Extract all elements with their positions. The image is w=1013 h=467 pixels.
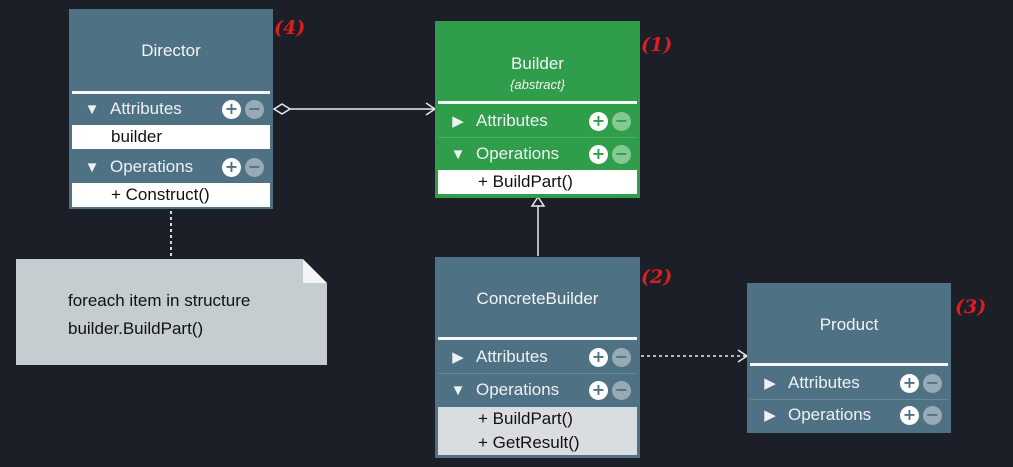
operation-text: + Construct() [111, 185, 210, 204]
class-title: Product [747, 315, 951, 335]
class-concrete-builder[interactable]: ConcreteBuilder ▶ Attributes + − ▼ Opera… [435, 257, 640, 458]
class-stereotype: {abstract} [510, 77, 565, 92]
add-icon[interactable]: + [900, 373, 919, 393]
class-name: Product [819, 315, 879, 334]
class-name: Director [141, 41, 201, 60]
operations-section[interactable]: ▶ Operations + − [750, 400, 948, 430]
note-fold [303, 259, 327, 283]
number-label: (1) [641, 34, 673, 56]
separator [438, 101, 637, 104]
inheritance-connector [530, 195, 546, 256]
class-title: Director [69, 41, 273, 61]
class-name: Builder [511, 54, 564, 73]
divider [750, 399, 948, 400]
remove-icon[interactable]: − [612, 347, 631, 367]
add-icon[interactable]: + [589, 144, 608, 164]
operation-text: + BuildPart() [478, 409, 573, 428]
expand-arrow-icon[interactable]: ▶ [452, 113, 464, 130]
remove-icon[interactable]: − [612, 111, 631, 131]
section-label: Attributes [788, 373, 860, 392]
divider [438, 373, 637, 374]
collapse-arrow-icon[interactable]: ▼ [84, 100, 100, 118]
attributes-section[interactable]: ▼ Attributes + − [72, 94, 270, 124]
remove-icon[interactable]: − [923, 405, 942, 425]
remove-icon[interactable]: − [612, 380, 631, 400]
operation-text: + BuildPart() [478, 172, 573, 191]
class-builder[interactable]: Builder {abstract} ▶ Attributes + − ▼ Op… [435, 21, 640, 198]
number-label: (2) [641, 266, 673, 288]
note[interactable]: foreach item in structure builder.BuildP… [16, 259, 327, 365]
section-label: Attributes [110, 99, 182, 118]
attribute-text: builder [111, 127, 163, 146]
section-label: Attributes [476, 347, 548, 366]
remove-icon[interactable]: − [245, 157, 264, 177]
add-icon[interactable]: + [589, 347, 608, 367]
class-director[interactable]: Director ▼ Attributes + − builder ▼ Oper… [69, 9, 273, 209]
section-label: Operations [110, 157, 194, 176]
separator [72, 91, 270, 94]
operations-section[interactable]: ▼ Operations + − [72, 152, 270, 182]
expand-arrow-icon[interactable]: ▶ [452, 349, 464, 366]
number-label: (4) [274, 17, 306, 39]
attributes-section[interactable]: ▶ Attributes + − [750, 368, 948, 398]
divider [438, 137, 637, 138]
attribute-row[interactable]: builder [72, 125, 270, 149]
add-icon[interactable]: + [900, 405, 919, 425]
collapse-arrow-icon[interactable]: ▼ [84, 158, 100, 176]
operation-row[interactable]: + Construct() [72, 183, 270, 207]
class-title: ConcreteBuilder [435, 289, 640, 309]
class-product[interactable]: Product ▶ Attributes + − ▶ Operations + … [747, 283, 951, 433]
add-icon[interactable]: + [589, 111, 608, 131]
operations-section[interactable]: ▼ Operations + − [438, 139, 637, 169]
separator [750, 363, 948, 366]
operation-row[interactable]: + BuildPart() [438, 170, 637, 194]
attributes-section[interactable]: ▶ Attributes + − [438, 342, 637, 372]
expand-arrow-icon[interactable]: ▶ [764, 407, 776, 424]
add-icon[interactable]: + [222, 99, 241, 119]
collapse-arrow-icon[interactable]: ▼ [450, 381, 466, 399]
separator [438, 337, 637, 340]
operation-row[interactable]: + GetResult() [438, 431, 637, 455]
note-text: foreach item in structure builder.BuildP… [68, 287, 250, 343]
add-icon[interactable]: + [589, 380, 608, 400]
note-line: builder.BuildPart() [68, 319, 204, 338]
class-name: ConcreteBuilder [476, 289, 599, 308]
attributes-section[interactable]: ▶ Attributes + − [438, 106, 637, 136]
remove-icon[interactable]: − [245, 99, 264, 119]
operation-text: + GetResult() [478, 433, 580, 452]
operations-section[interactable]: ▼ Operations + − [438, 375, 637, 405]
expand-arrow-icon[interactable]: ▶ [764, 375, 776, 392]
section-label: Operations [788, 405, 872, 424]
section-label: Operations [476, 380, 560, 399]
note-line: foreach item in structure [68, 291, 251, 310]
number-label: (3) [955, 296, 987, 318]
dependency-connector [641, 349, 749, 363]
section-label: Operations [476, 144, 560, 163]
operation-row[interactable]: + BuildPart() [438, 407, 637, 431]
collapse-arrow-icon[interactable]: ▼ [450, 145, 466, 163]
class-title: Builder {abstract} [435, 54, 640, 92]
section-label: Attributes [476, 111, 548, 130]
aggregation-connector [272, 102, 437, 116]
remove-icon[interactable]: − [923, 373, 942, 393]
remove-icon[interactable]: − [612, 144, 631, 164]
add-icon[interactable]: + [222, 157, 241, 177]
